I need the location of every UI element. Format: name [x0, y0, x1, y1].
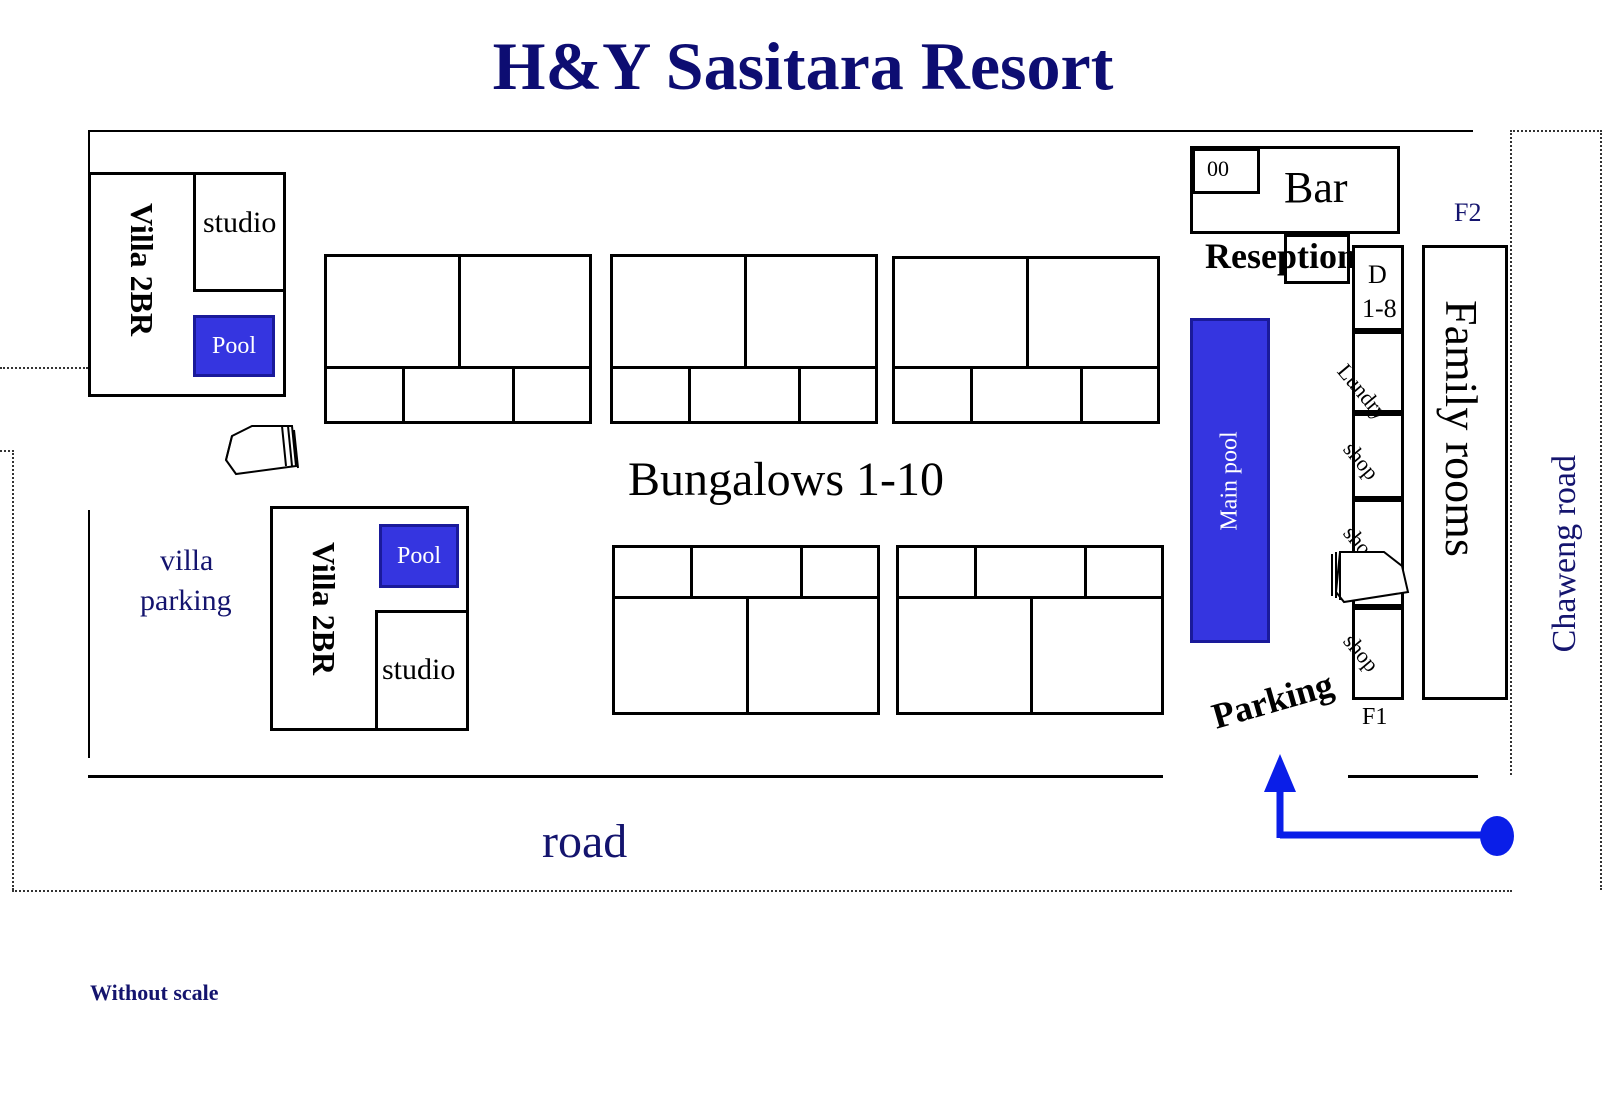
bar-box [1192, 148, 1260, 194]
main-pool: Main pool [1190, 318, 1270, 643]
boundary-bottom-left [88, 775, 1163, 778]
chaweng-road-label: Chaweng road [1546, 455, 1583, 653]
pool-top: Pool [193, 315, 275, 377]
villa-top-label: Villa 2BR [124, 203, 160, 337]
d-rooms-label-line2: 1-8 [1362, 294, 1397, 323]
family-rooms-label: Family rooms [1436, 300, 1487, 557]
d-rooms-column [1352, 245, 1404, 700]
f1-label: F1 [1362, 704, 1388, 730]
f2-label: F2 [1454, 198, 1482, 227]
outer-dotted-right-inner [1510, 130, 1512, 775]
outer-dotted-left [12, 450, 14, 890]
d-rooms-label-line1: D [1368, 260, 1387, 289]
car-icon [1328, 546, 1410, 608]
road-label: road [542, 815, 628, 868]
bungalows-label: Bungalows 1-10 [628, 453, 944, 506]
car-icon [222, 420, 302, 482]
pool-bottom: Pool [379, 524, 459, 588]
villa-bottom-label: Villa 2BR [306, 542, 342, 676]
bar-label: Bar [1284, 163, 1348, 212]
reception-label: Reseption [1205, 236, 1357, 276]
villa-parking-label-line1: villa [160, 544, 214, 577]
studio-bottom-label: studio [382, 653, 456, 686]
main-pool-label: Main pool [1217, 430, 1244, 531]
reception [1284, 234, 1350, 284]
pool-bottom-label: Pool [396, 542, 441, 569]
villa-parking-label-line2: parking [140, 584, 232, 617]
entrance-dot-icon [1480, 816, 1514, 856]
studio-bottom [375, 610, 469, 731]
bar-box-label: 00 [1207, 156, 1229, 181]
pool-top-label: Pool [211, 332, 256, 359]
studio-top [193, 172, 286, 292]
outer-dotted-right-outer [1600, 130, 1602, 890]
studio-top-label: studio [203, 206, 277, 239]
boundary-bottom-right [1348, 775, 1478, 778]
route-arrow-icon [1250, 750, 1520, 850]
family-rooms [1422, 245, 1508, 700]
outer-dotted-bottom [12, 890, 1512, 892]
without-scale-note: Without scale [90, 980, 219, 1005]
map-title: H&Y Sasitara Resort [492, 28, 1114, 104]
